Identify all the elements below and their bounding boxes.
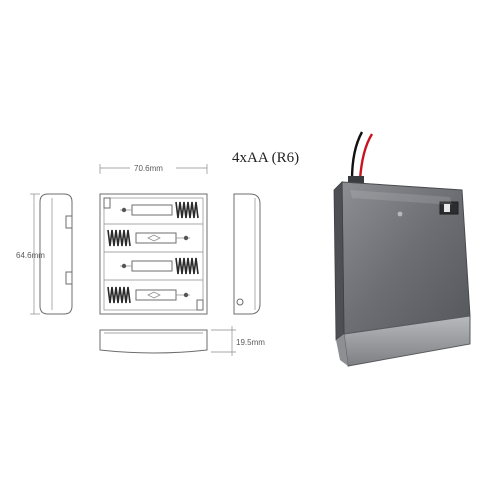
width-dimension: 70.6mm — [99, 164, 208, 174]
black-wire — [350, 131, 364, 181]
bottom-view — [99, 329, 208, 354]
product-title: 4xAA (R6) — [232, 150, 299, 166]
depth-dimension: 19.5mm — [211, 326, 265, 356]
left-side-view — [39, 193, 73, 315]
battery-slot-3 — [120, 257, 199, 275]
red-wire — [358, 133, 374, 181]
battery-holder-photo — [333, 131, 471, 367]
height-label: 64.6mm — [16, 251, 45, 260]
width-label: 70.6mm — [134, 164, 163, 173]
front-view — [99, 193, 208, 315]
height-dimension: 64.6mm — [16, 193, 45, 315]
right-side-view — [233, 193, 261, 315]
depth-label: 19.5mm — [236, 338, 265, 347]
battery-slot-2 — [107, 229, 190, 247]
battery-slot-4 — [107, 286, 190, 304]
battery-slot-1 — [120, 201, 199, 219]
